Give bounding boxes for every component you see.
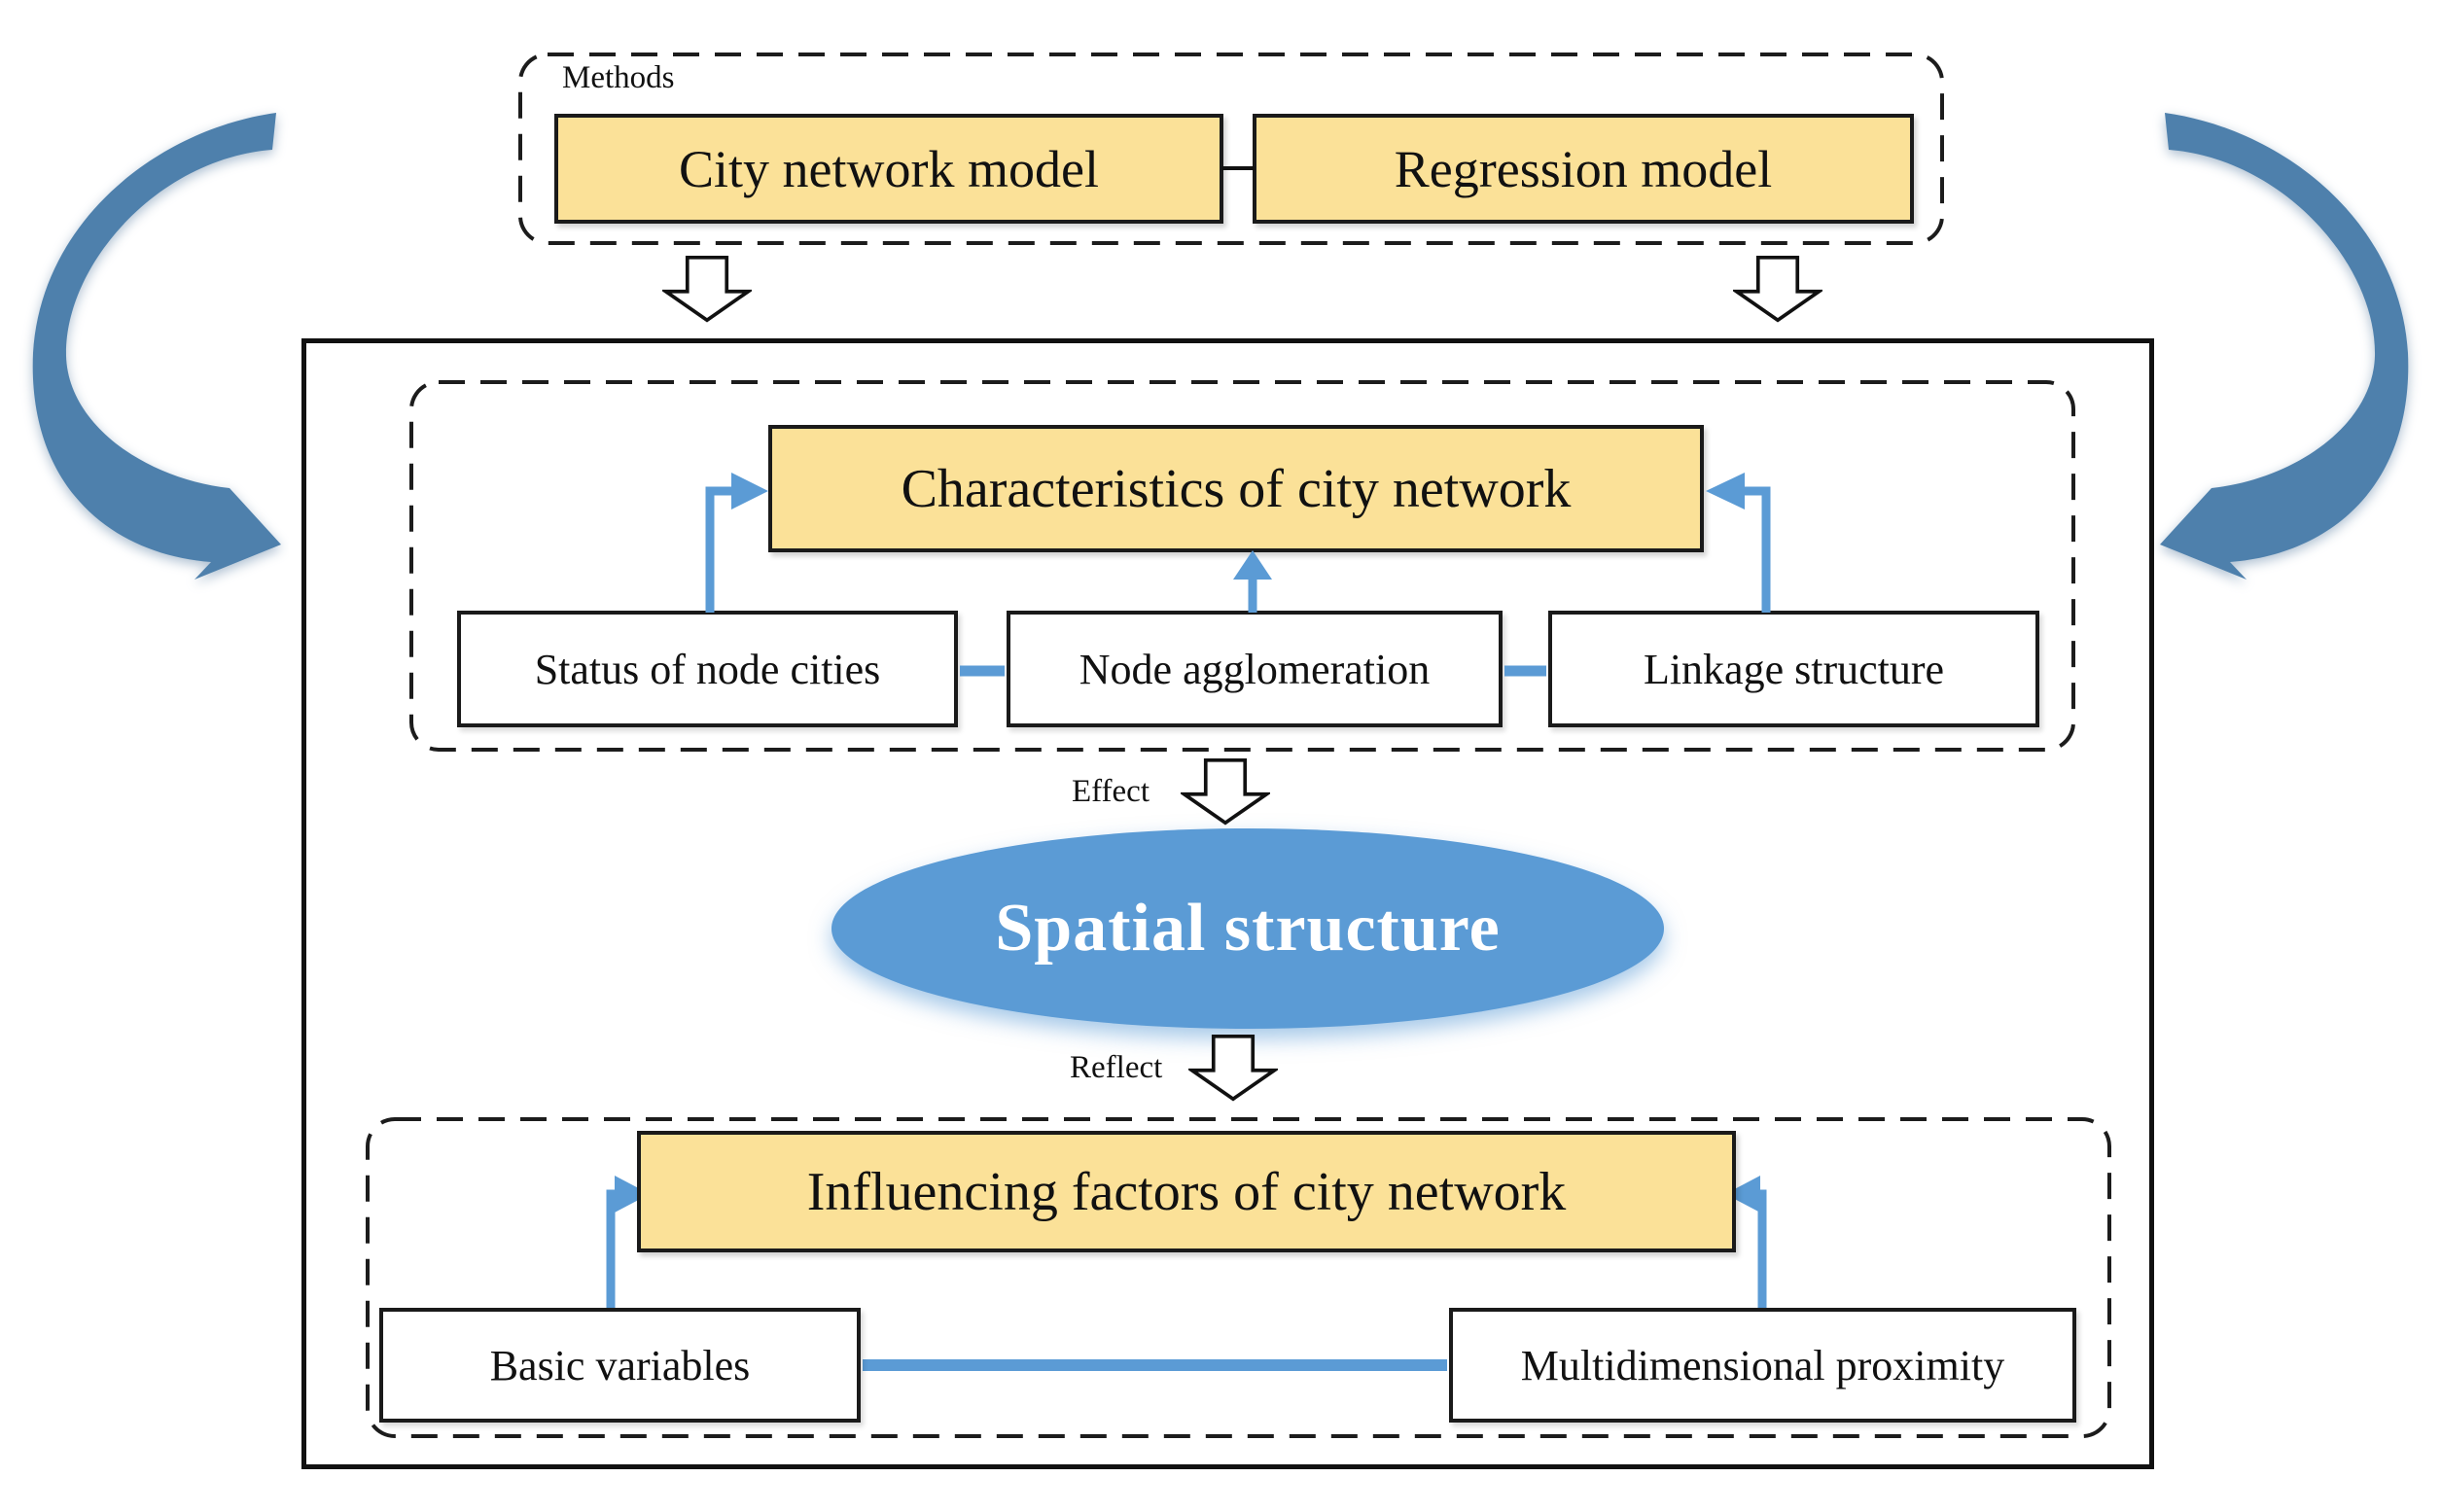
characteristics-group-box (409, 380, 2075, 752)
node-agglomeration-label: Node agglomeration (1079, 645, 1431, 693)
regression-model-box: Regression model (1253, 114, 1914, 224)
linkage-structure-box: Linkage structure (1548, 611, 2039, 727)
down-arrow-left-icon (662, 255, 752, 323)
effect-label: Effect (1072, 774, 1150, 809)
spatial-structure-label: Spatial structure (995, 891, 1501, 966)
basic-variables-label: Basic variables (489, 1341, 751, 1389)
city-network-model-label: City network model (679, 139, 1099, 198)
curved-arrow-right-icon (2160, 113, 2409, 580)
basic-variables-box: Basic variables (379, 1308, 861, 1423)
methods-group-box (518, 53, 1944, 245)
effect-down-arrow-icon (1181, 757, 1270, 826)
regression-model-label: Regression model (1394, 139, 1773, 198)
city-network-model-box: City network model (554, 114, 1223, 224)
influencing-title-label: Influencing factors of city network (806, 1161, 1567, 1222)
status-of-node-cities-label: Status of node cities (534, 645, 881, 693)
multidimensional-proximity-box: Multidimensional proximity (1449, 1308, 2076, 1423)
main-frame (301, 338, 2154, 1469)
influencing-title-box: Influencing factors of city network (637, 1131, 1736, 1252)
multidimensional-proximity-label: Multidimensional proximity (1520, 1341, 2005, 1389)
node-agglomeration-box: Node agglomeration (1007, 611, 1503, 727)
influencing-group-box (366, 1117, 2111, 1438)
model-connector-line (1221, 166, 1255, 170)
methods-label: Methods (562, 60, 675, 95)
status-of-node-cities-box: Status of node cities (457, 611, 958, 727)
curved-arrow-left-icon (32, 113, 282, 580)
reflect-down-arrow-icon (1188, 1034, 1278, 1102)
down-arrow-right-icon (1733, 255, 1822, 323)
linkage-structure-label: Linkage structure (1643, 645, 1945, 693)
spatial-structure-ellipse: Spatial structure (831, 828, 1664, 1029)
characteristics-title-label: Characteristics of city network (901, 458, 1572, 519)
characteristics-title-box: Characteristics of city network (768, 425, 1704, 552)
reflect-label: Reflect (1070, 1050, 1163, 1085)
